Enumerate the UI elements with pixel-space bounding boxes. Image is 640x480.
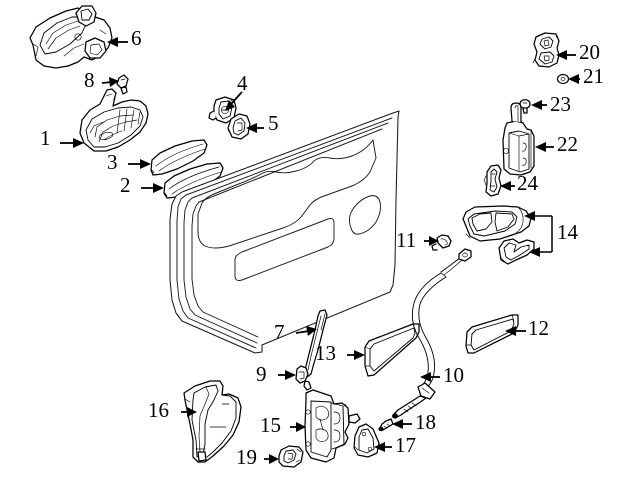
callout-label-17: 17	[395, 433, 416, 457]
callout-label-14: 14	[557, 220, 578, 244]
callout-label-8: 8	[84, 68, 95, 92]
part-24-actuator-bracket	[483, 164, 502, 197]
callout-label-18: 18	[415, 410, 436, 434]
door-panel	[169, 110, 400, 354]
part-6-handle-bracket	[29, 5, 113, 69]
callout-label-4: 4	[237, 71, 248, 95]
part-5-lock-retainer	[227, 113, 251, 140]
part-3-upper-trim-molding	[150, 139, 208, 176]
part-7-lock-rod	[303, 309, 328, 378]
callout-label-23: 23	[550, 92, 571, 116]
part-16-latch-bracket	[183, 380, 242, 463]
callout-label-6: 6	[131, 26, 142, 50]
callout-label-20: 20	[579, 40, 600, 64]
callout-label-15: 15	[260, 413, 281, 437]
leader-lines	[60, 37, 580, 464]
part-2-lower-trim-molding	[163, 162, 224, 199]
callout-label-1: 1	[40, 126, 51, 150]
callout-label-2: 2	[120, 173, 131, 197]
part-22-lock-actuator	[502, 102, 535, 176]
part-18-end-screw	[378, 418, 394, 432]
part-17-cover-plate	[353, 423, 380, 458]
part-14-inside-handle-assembly	[462, 205, 532, 242]
part-13-inside-handle-trim	[364, 323, 420, 377]
part-11-cable-clip	[431, 234, 452, 251]
callout-label-10: 10	[443, 363, 464, 387]
part-14-handle-cover	[498, 238, 535, 265]
callout-label-12: 12	[528, 316, 549, 340]
callout-label-7: 7	[274, 320, 285, 344]
callout-label-16: 16	[148, 398, 169, 422]
part-19-retainer-clip	[278, 445, 304, 468]
callout-label-21: 21	[583, 64, 604, 88]
part-12-handle-bezel	[465, 314, 519, 354]
callout-label-22: 22	[557, 132, 578, 156]
part-20-striker	[532, 32, 560, 68]
callout-label-9: 9	[256, 362, 267, 386]
callout-label-5: 5	[268, 111, 279, 135]
callout-label-24: 24	[517, 171, 538, 195]
part-15-door-latch	[304, 389, 361, 463]
callout-label-19: 19	[236, 445, 257, 469]
part-8-retaining-clip	[116, 74, 129, 95]
part-1-outside-door-handle	[79, 88, 149, 152]
part-9-rod-clip	[295, 365, 312, 391]
callout-label-11: 11	[396, 228, 417, 252]
callout-label-3: 3	[107, 150, 118, 174]
callout-label-13: 13	[315, 341, 336, 365]
part-21-striker-bolt	[556, 73, 570, 85]
